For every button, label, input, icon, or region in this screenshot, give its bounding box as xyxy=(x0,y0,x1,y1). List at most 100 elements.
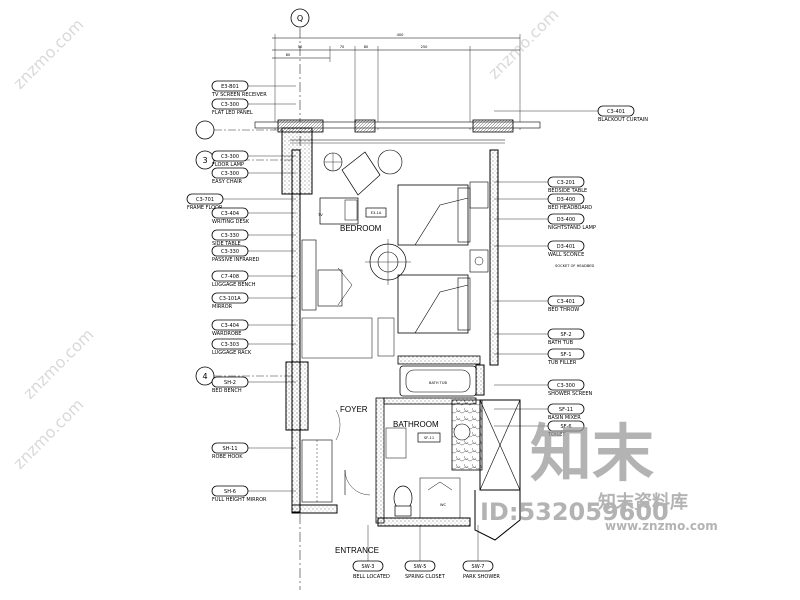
callout-left-note: LUGGAGE BENCH xyxy=(212,282,256,288)
lounge-furniture xyxy=(319,149,403,225)
callout-left-code: E3-B01 xyxy=(221,84,239,90)
window-wall xyxy=(254,119,541,144)
callout-right-note: SHOWER SCREEN xyxy=(548,391,592,397)
callout-left-note: EASY CHAIR xyxy=(212,179,243,185)
callout-bottom-note: SPRING CLOSET xyxy=(405,574,446,580)
tv-label: TV xyxy=(317,213,323,217)
callout-left-code: C3-701 xyxy=(196,197,214,203)
dim-b: 80 xyxy=(286,53,291,57)
callout-right-code: SF-6 xyxy=(560,424,571,430)
grid-label-4: 4 xyxy=(202,372,207,381)
room-label-foyer: FOYER xyxy=(340,405,368,414)
callout-left-note: FRAME FLOOR xyxy=(187,205,223,211)
dim-e: 250 xyxy=(421,45,429,49)
callout-right-note: TUB FILLER xyxy=(547,360,577,366)
callout-left-code: C3-101A xyxy=(219,296,241,302)
bathtub xyxy=(399,365,477,397)
bath-tag: SF-11 xyxy=(424,436,434,440)
callout-right-code: C3-401 xyxy=(607,109,625,115)
callout-left-note: BED BENCH xyxy=(212,388,242,394)
dimension-lines: 400 50 80 70 80 250 xyxy=(272,33,521,130)
callout-left-code: C3-300 xyxy=(221,102,239,108)
callout-left-note: ROBE HOOK xyxy=(212,454,243,460)
callout-left-code: SH-6 xyxy=(224,489,236,495)
dim-d: 80 xyxy=(364,45,369,49)
watermark-id: ID:532059600 xyxy=(480,498,669,526)
callout-right-note: BEDSIDE TABLE xyxy=(548,188,587,194)
callout-right-note: BED THROW xyxy=(548,307,579,313)
callout-right-note: TOILET xyxy=(547,432,566,438)
power-note: SOCKET OF HEADBED xyxy=(555,264,595,268)
callout-left-note: FULL HEIGHT MIRROR xyxy=(212,497,267,503)
callout-left-note: MIRROR xyxy=(212,304,233,310)
watermark-site-diag-3: znzmo.com xyxy=(9,395,87,473)
callout-right-note: WALL SCONCE xyxy=(548,252,584,258)
bath-label: BATH TUB xyxy=(429,381,448,385)
callout-right-code: C3-300 xyxy=(557,383,575,389)
callout-left-code: C7-408 xyxy=(221,274,239,280)
callout-left-code: C3-404 xyxy=(221,323,239,329)
dim-c: 70 xyxy=(340,45,345,49)
callout-left-code: C3-330 xyxy=(221,233,239,239)
callout-right-code: C3-201 xyxy=(557,180,575,186)
callout-left-note: PASSIVE INFRARED xyxy=(212,257,260,263)
callout-bottom-code: SW-3 xyxy=(362,564,375,570)
callout-left-code: C3-404 xyxy=(221,211,239,217)
callout-left-code: C3-303 xyxy=(221,342,239,348)
callout-right-note: BATH TUB xyxy=(548,340,574,346)
watermark-site-diag-4: znzmo.com xyxy=(484,5,562,83)
toilet xyxy=(385,423,471,519)
callout-bottom-code: SW-5 xyxy=(414,564,427,570)
wardrobe xyxy=(301,409,371,503)
callout-right-code: C3-401 xyxy=(557,299,575,305)
bedroom-tag: E3-1A xyxy=(371,211,382,215)
watermark-cn: 知末 xyxy=(530,417,654,490)
ceiling-light xyxy=(365,239,411,285)
grid-label-3: 3 xyxy=(202,156,207,165)
callout-left-code: C3-330 xyxy=(221,249,239,255)
callout-left-code: SH-11 xyxy=(222,446,237,452)
watermark: 知末 ID:532059600 知末资料库 www.znzmo.com znzm… xyxy=(9,5,717,533)
room-label-entrance: ENTRANCE xyxy=(335,546,379,555)
callout-left-code: SH-2 xyxy=(224,380,236,386)
callout-right-note: BLACKOUT CURTAIN xyxy=(598,117,648,123)
callout-left-note: LUGGAGE RACK xyxy=(212,350,252,356)
callout-right-note: BASIN MIXER xyxy=(548,415,581,421)
callout-right-code: SF-2 xyxy=(560,332,571,338)
dim-total: 400 xyxy=(397,33,405,37)
grid-label-q: Q xyxy=(297,14,303,23)
callout-bottom-note: BELL LOCATED xyxy=(353,574,390,580)
callout-left-note: FLAT LED PANEL xyxy=(212,110,253,116)
callout-right-note: NIGHTSTAND LAMP xyxy=(548,225,596,231)
row-axis-markers: 3 4 xyxy=(195,120,292,386)
dim-a: 50 xyxy=(298,45,303,49)
